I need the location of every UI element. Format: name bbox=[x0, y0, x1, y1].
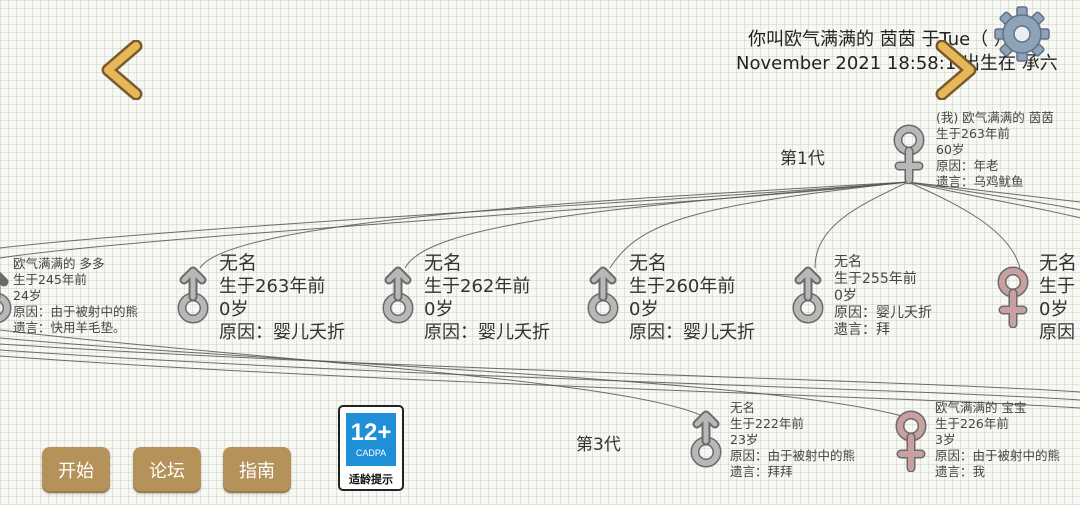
age-rating-tip: 适龄提示 bbox=[349, 473, 393, 486]
birth-info-line2: November 2021 18:58:1 出生在 承六 bbox=[736, 53, 1058, 74]
generation-3-label: 第3代 bbox=[576, 435, 621, 455]
female-symbol-icon bbox=[893, 124, 925, 184]
person-name: 无名 bbox=[219, 252, 258, 274]
male-symbol-icon bbox=[382, 266, 414, 324]
male-symbol-icon bbox=[792, 266, 824, 324]
person-born: 生于262年前 bbox=[424, 276, 531, 297]
person-cause: 原因：婴儿夭折 bbox=[629, 322, 755, 343]
next-arrow-button[interactable] bbox=[930, 39, 980, 101]
person-age: 23岁 bbox=[730, 432, 759, 447]
person-cause: 原因：由于被射中的熊 bbox=[935, 448, 1061, 463]
male-symbol-icon bbox=[587, 266, 619, 324]
age-rating-badge: 12+ CADPA 适龄提示 bbox=[338, 405, 404, 491]
person-cause: 原因：年老 bbox=[936, 158, 999, 173]
male-symbol-icon bbox=[0, 271, 12, 323]
person-born: 生于226年前 bbox=[935, 416, 1009, 431]
person-will: 遗言：乌鸡鱿鱼 bbox=[936, 174, 1024, 189]
person-will: 遗言：我 bbox=[935, 464, 986, 479]
age-rating-org: CADPA bbox=[355, 448, 387, 458]
person-age: 0岁 bbox=[219, 299, 249, 320]
age-rating-number: 12+ bbox=[350, 419, 392, 446]
person-born: 生于255年前 bbox=[834, 271, 917, 287]
male-symbol-icon bbox=[177, 266, 209, 324]
person-cause: 原因：婴儿夭折 bbox=[834, 305, 932, 321]
guide-button[interactable]: 指南 bbox=[223, 447, 291, 493]
person-age: 24岁 bbox=[13, 288, 42, 303]
birth-info-line1: 你叫欧气满满的 茵茵 于Tue（ ）30 bbox=[748, 29, 1035, 50]
person-will: 遗言：拜拜 bbox=[730, 464, 793, 479]
person-born: 生于260年前 bbox=[629, 276, 736, 297]
tree-line bbox=[0, 181, 909, 249]
person-cause: 原因：婴儿夭折 bbox=[219, 322, 345, 343]
person-born: 生于263年前 bbox=[936, 126, 1010, 141]
tree-line bbox=[0, 343, 1080, 393]
previous-arrow-button[interactable] bbox=[98, 39, 148, 101]
age-rating-icon: 12+ CADPA bbox=[346, 413, 396, 466]
person-cause: 原因：由于被射中的熊 bbox=[730, 448, 856, 463]
generation-1-label: 第1代 bbox=[780, 149, 825, 169]
gear-icon bbox=[994, 6, 1050, 62]
person-name: 无名 bbox=[1039, 252, 1078, 274]
person-name: 无名 bbox=[424, 252, 463, 274]
settings-gear-button[interactable] bbox=[994, 6, 1050, 62]
female-symbol-icon bbox=[997, 266, 1029, 328]
person-name: 欧气满满的 宝宝 bbox=[935, 400, 1027, 415]
person-age: 0岁 bbox=[424, 299, 454, 320]
person-name: 欧气满满的 多多 bbox=[13, 256, 105, 271]
person-cause: 原因：由于被射中的熊 bbox=[13, 304, 139, 319]
person-age: 0岁 bbox=[1039, 299, 1069, 320]
tree-line bbox=[0, 181, 909, 259]
female-symbol-icon bbox=[895, 410, 927, 472]
person-name: 无名 bbox=[730, 400, 756, 415]
person-born: 生于 bbox=[1039, 276, 1075, 297]
person-will: 遗言：快用羊毛垫。 bbox=[13, 320, 126, 335]
tree-line bbox=[0, 349, 1080, 401]
person-age: 60岁 bbox=[936, 142, 965, 157]
person-will: 遗言：拜 bbox=[834, 322, 890, 338]
person-born: 生于222年前 bbox=[730, 416, 804, 431]
person-born: 生于263年前 bbox=[219, 276, 326, 297]
forum-button[interactable]: 论坛 bbox=[133, 447, 201, 493]
person-age: 3岁 bbox=[935, 432, 956, 447]
person-name: 无名 bbox=[629, 252, 668, 274]
person-child-6[interactable]: 无名 生于 0岁 原因 bbox=[997, 252, 1080, 342]
chevron-left-icon bbox=[101, 39, 143, 101]
person-born: 生于245年前 bbox=[13, 272, 87, 287]
person-name: 无名 bbox=[834, 254, 862, 270]
person-cause: 原因 bbox=[1039, 322, 1075, 342]
person-cause: 原因：婴儿夭折 bbox=[424, 322, 550, 343]
person-name: (我) 欧气满满的 茵茵 bbox=[936, 110, 1054, 125]
person-age: 0岁 bbox=[834, 288, 857, 304]
male-symbol-icon bbox=[690, 410, 722, 468]
person-age: 0岁 bbox=[629, 299, 659, 320]
tree-line bbox=[0, 355, 1080, 409]
chevron-right-icon bbox=[935, 39, 977, 101]
start-button[interactable]: 开始 bbox=[42, 447, 110, 493]
